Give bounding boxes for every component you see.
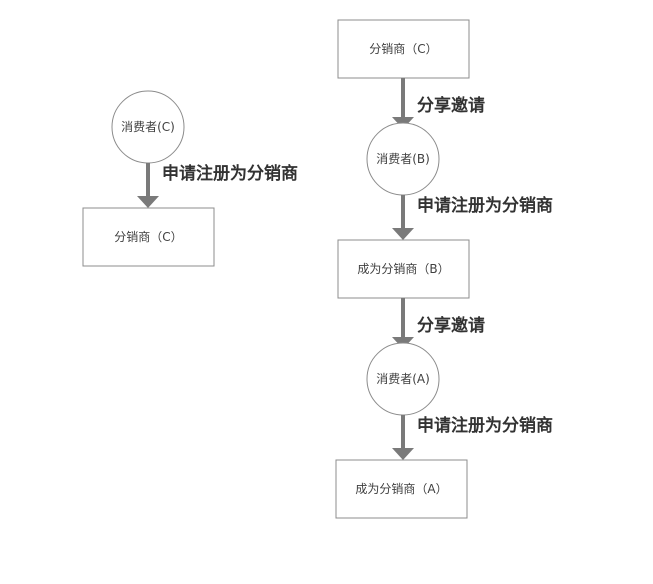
register-label-2: 申请注册为分销商 — [417, 415, 553, 436]
become-distributor-a-box — [335, 459, 468, 519]
left-register-label: 申请注册为分销商 — [162, 163, 298, 184]
consumer-b-label: 消费者(B) — [376, 152, 430, 166]
become-distributor-b-label: 成为分销商（B） — [357, 261, 449, 276]
consumer-b-node: 消费者(B) — [366, 122, 440, 196]
consumer-c-node: 消费者(C) — [111, 90, 185, 164]
register-edge-2: 申请注册为分销商 — [392, 415, 553, 460]
become-distributor-a-node: 成为分销商（A） — [335, 459, 468, 519]
share-edge-2: 分享邀请 — [392, 298, 485, 349]
register-arrow-2-head — [392, 448, 414, 460]
left-register-arrow-head — [137, 196, 159, 208]
share-edge-1: 分享邀请 — [392, 78, 485, 129]
left-flow: 消费者(C) 申请注册为分销商 分销商（C） — [82, 90, 298, 267]
left-register-edge: 申请注册为分销商 — [137, 163, 298, 208]
share-label-1: 分享邀请 — [417, 95, 485, 116]
right-distributor-c-label: 分销商（C） — [369, 41, 437, 56]
register-label-1: 申请注册为分销商 — [417, 195, 553, 216]
consumer-a-label: 消费者(A) — [376, 372, 430, 386]
become-distributor-a-label: 成为分销商（A） — [355, 481, 447, 496]
left-distributor-c-node: 分销商（C） — [82, 207, 215, 267]
consumer-c-label: 消费者(C) — [121, 120, 175, 134]
left-distributor-c-box — [82, 207, 215, 267]
register-arrow-1-head — [392, 228, 414, 240]
share-label-2: 分享邀请 — [417, 315, 485, 336]
right-distributor-c-node: 分销商（C） — [337, 19, 470, 79]
register-edge-1: 申请注册为分销商 — [392, 195, 553, 240]
left-distributor-c-label: 分销商（C） — [114, 229, 182, 244]
become-distributor-b-node: 成为分销商（B） — [337, 239, 470, 299]
consumer-a-node: 消费者(A) — [366, 342, 440, 416]
right-flow: 分销商（C） 分享邀请 消费者(B) 申请注册为分销商 成为分销商（B） 分享邀… — [335, 19, 553, 519]
